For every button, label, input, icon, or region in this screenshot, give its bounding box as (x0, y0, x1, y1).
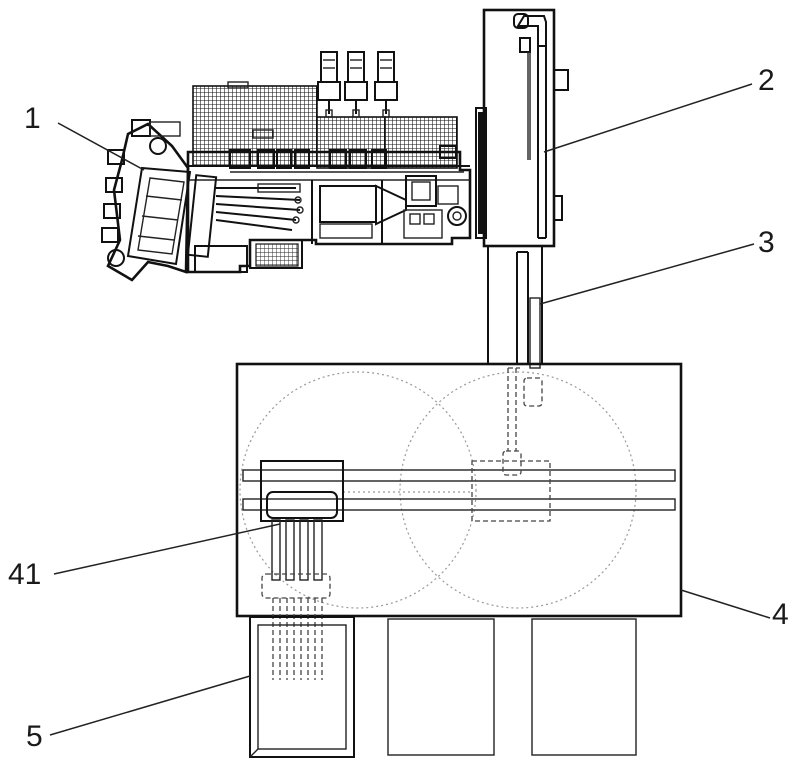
bin-left (249, 616, 355, 758)
hatched-panel-right (384, 116, 458, 169)
machine-assembly-1 (101, 51, 472, 282)
bin-right (531, 618, 637, 756)
column-3 (487, 246, 543, 369)
carriage-41 (260, 460, 344, 522)
work-circle-left (239, 371, 477, 609)
label-5: 5 (26, 720, 43, 753)
carriage-gripper-head (266, 491, 338, 519)
label-1: 1 (24, 102, 41, 135)
rail-lower (242, 498, 676, 511)
work-circle-right (399, 371, 637, 609)
table-frame (235, 362, 683, 618)
carriage-ghost (471, 460, 551, 522)
label-4: 4 (772, 598, 789, 631)
label-3: 3 (758, 226, 775, 259)
label-41: 41 (8, 558, 41, 591)
bin-middle (387, 618, 495, 756)
label-2: 2 (758, 64, 775, 97)
angled-feeder (106, 122, 190, 282)
leader-lines (49, 83, 771, 736)
vertical-housing-2 (475, 8, 569, 248)
table-4 (235, 362, 683, 680)
reference-labels: 1 2 3 4 41 5 (8, 64, 789, 753)
bins-5 (249, 616, 637, 758)
rod-group (215, 183, 304, 231)
cylinders (317, 51, 398, 118)
rail-upper (242, 469, 676, 482)
main-frame (186, 150, 472, 274)
gripper-fingers (271, 519, 323, 581)
hatched-panel-left (192, 85, 318, 167)
